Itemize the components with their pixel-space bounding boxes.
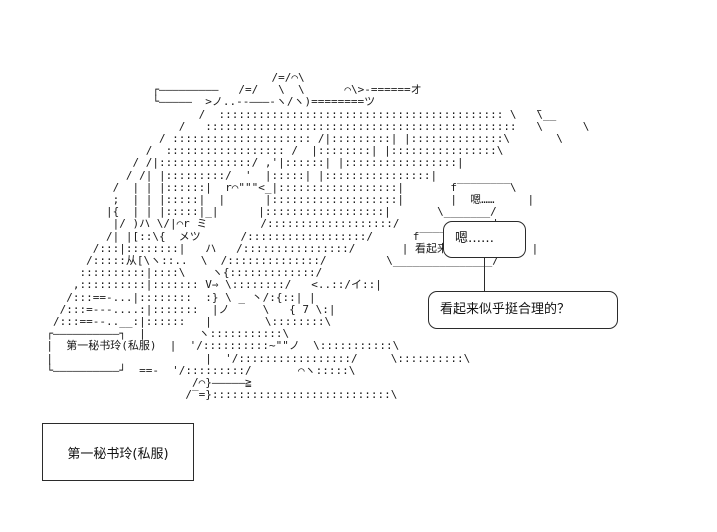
speech-bubble-2: 看起来似乎挺合理的？ xyxy=(428,291,618,329)
speech-bubble-1-tail xyxy=(484,258,485,291)
character-name-label: 第一秘书玲(私服) xyxy=(67,446,169,462)
ascii-art-canvas: /=/⌒\ ┌――――――――― /=/ \ \ ⌒\>-======オ └――… xyxy=(46,71,590,402)
character-name-plate: 第一秘书玲(私服) xyxy=(42,423,194,481)
speech-bubble-1-text: 嗯…… xyxy=(455,231,495,247)
speech-bubble-1: 嗯…… xyxy=(443,221,526,258)
speech-bubble-2-text: 看起来似乎挺合理的？ xyxy=(440,301,571,317)
